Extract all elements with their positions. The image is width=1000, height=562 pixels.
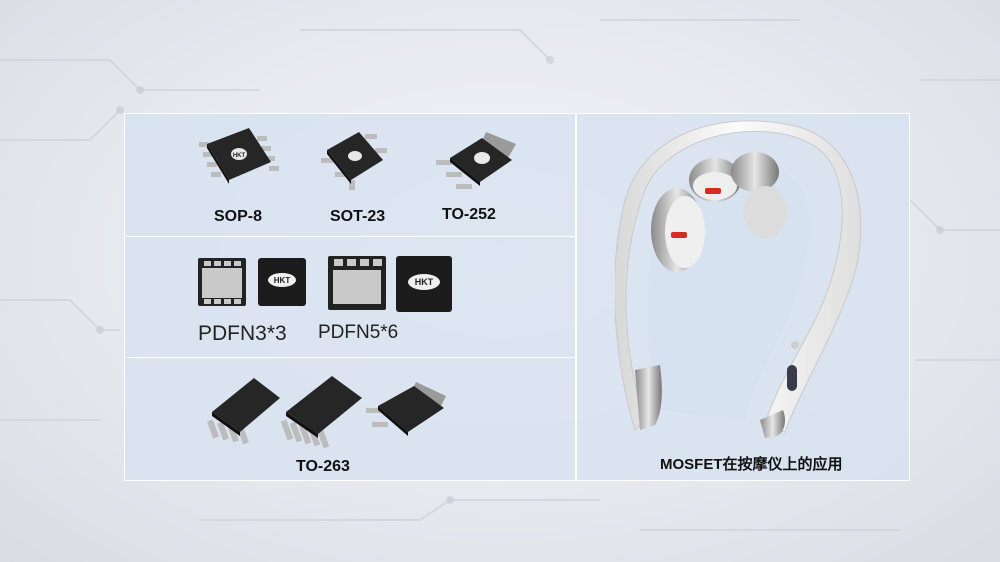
caption-to252: TO-252 <box>442 206 496 223</box>
to263-chip-image-3 <box>366 382 446 436</box>
pdfn5x6-bottom-image <box>328 256 386 310</box>
pdfn3x3-marking: HKT <box>274 276 291 285</box>
sop8-marking: HKT <box>233 153 246 159</box>
caption-sop8: SOP-8 <box>214 208 263 225</box>
to263-chip-image-2 <box>280 376 362 449</box>
to263-chip-image-1 <box>207 378 280 445</box>
caption-to263: TO-263 <box>296 458 350 475</box>
pdfn5x6-marking: HKT <box>415 277 434 287</box>
neck-massager-image <box>615 120 862 438</box>
panel-row-3 <box>124 357 576 481</box>
caption-pdfn5x6: PDFN5*6 <box>318 322 399 343</box>
to252-chip-image <box>436 132 516 189</box>
caption-sot23: SOT-23 <box>330 208 386 225</box>
pdfn5x6-top-image: HKT <box>396 256 452 312</box>
application-caption: MOSFET在按摩仪上的应用 <box>660 456 843 473</box>
pdfn3x3-top-image: HKT <box>258 258 306 306</box>
pdfn3x3-bottom-image <box>198 258 246 306</box>
caption-pdfn3x3: PDFN3*3 <box>198 322 287 345</box>
sop8-chip-image: HKT <box>199 128 279 184</box>
sot23-chip-image <box>321 132 387 190</box>
